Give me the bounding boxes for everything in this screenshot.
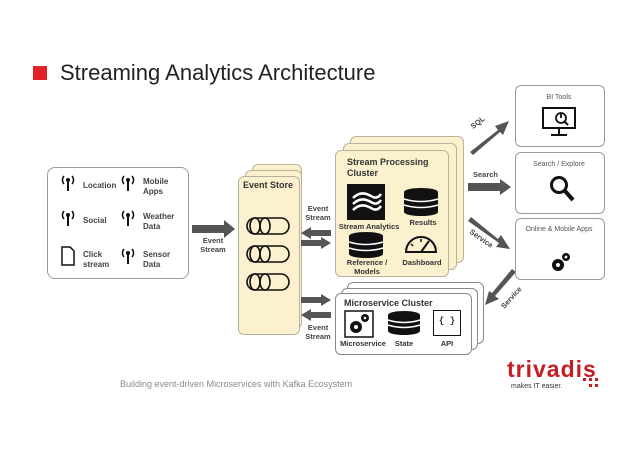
event-store-title: Event Store: [242, 180, 293, 190]
online-mobile-title: Online & Mobile Apps: [525, 226, 593, 233]
arrow-ms-to-store: [301, 309, 331, 321]
title-bullet: [33, 66, 47, 80]
antenna-icon: [121, 175, 135, 191]
sources-box: [47, 167, 189, 279]
arrow-store-to-sp: [301, 237, 331, 249]
arrow-sources-to-store: [192, 220, 235, 238]
search-explore-box: [515, 152, 605, 214]
database-icon: [348, 232, 384, 258]
antenna-icon: [61, 175, 75, 191]
source-label-location: Location: [83, 181, 117, 190]
label-search: Search: [473, 170, 499, 179]
logo-dots: [583, 378, 598, 387]
microservice-cluster-title: Microservice Cluster: [344, 298, 433, 308]
dashboard-label: Dashboard: [402, 258, 442, 267]
magnifier-icon: [550, 176, 575, 202]
footer-text: Building event-driven Microservices with…: [120, 379, 353, 389]
arrow-service-in: [485, 269, 516, 305]
label-event-stream-3: Event Stream: [305, 323, 331, 341]
microservice-gear-icon: [344, 310, 374, 338]
page-title: Streaming Analytics Architecture: [60, 60, 376, 85]
monitor-chart-icon: [542, 107, 576, 136]
stream-analytics-label: Stream Analytics: [338, 222, 400, 231]
dashboard-gauge-icon: [404, 236, 438, 253]
label-event-stream-2: Event Stream: [305, 204, 331, 222]
arrow-sql: [470, 121, 509, 155]
queue-icon: [246, 217, 290, 291]
api-label: API: [440, 339, 454, 348]
source-label-weather-data: Weather Data: [143, 212, 175, 231]
api-icon: [433, 310, 461, 336]
source-label-click-stream: Click stream: [83, 250, 110, 269]
trivadis-logo: trivadis: [507, 356, 597, 382]
stream-processing-title: Stream Processing Cluster: [347, 157, 429, 178]
arrow-store-to-ms: [301, 294, 331, 306]
arrow-search: [468, 179, 511, 195]
api-glyph: { }: [438, 316, 456, 326]
stream-analytics-icon: [347, 184, 385, 220]
state-label: State: [394, 339, 414, 348]
database-icon: [403, 188, 439, 216]
gears-icon: [552, 253, 570, 271]
label-event-stream-1: Event Stream: [200, 236, 226, 254]
antenna-icon: [121, 210, 135, 226]
arrow-sp-to-store: [301, 227, 331, 239]
antenna-icon: [61, 210, 75, 226]
logo-tagline: makes IT easier.: [511, 383, 563, 390]
database-icon: [387, 311, 421, 335]
bi-tools-box: [515, 85, 605, 147]
source-label-mobile-apps: Mobile Apps: [143, 177, 169, 196]
arrow-service-out: [468, 217, 510, 249]
results-label: Results: [409, 218, 437, 227]
search-explore-title: Search / Explore: [533, 161, 585, 168]
source-label-social: Social: [83, 216, 107, 225]
antenna-icon: [121, 248, 135, 264]
reference-models-label: Reference / Models: [346, 258, 388, 276]
microservice-label: Microservice: [340, 339, 386, 348]
source-label-sensor-data: Sensor Data: [143, 250, 171, 269]
bi-tools-title: BI Tools: [546, 94, 572, 101]
document-icon: [61, 246, 75, 266]
